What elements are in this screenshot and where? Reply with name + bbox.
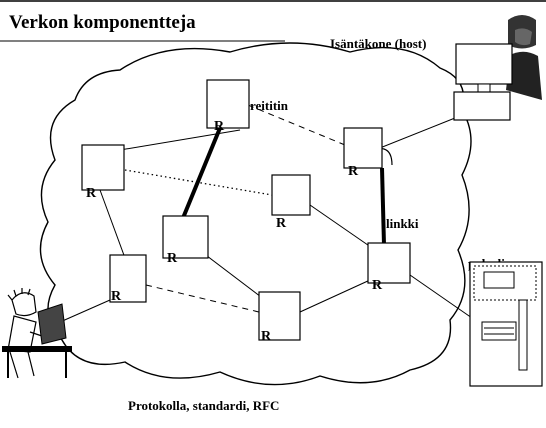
svg-text:R: R xyxy=(86,186,97,201)
svg-text:R: R xyxy=(214,119,225,134)
router: R xyxy=(367,242,411,293)
links xyxy=(41,104,473,331)
link-label: linkki xyxy=(386,216,419,231)
router: R xyxy=(162,215,209,266)
server-tower-icon xyxy=(469,261,543,387)
link xyxy=(99,189,126,259)
svg-text:R: R xyxy=(111,289,122,304)
host-label: Isäntäkone (host) xyxy=(330,36,426,51)
link xyxy=(299,279,371,313)
router: R xyxy=(81,144,125,201)
router: R xyxy=(271,174,311,231)
link xyxy=(409,274,473,319)
router-label: reititin xyxy=(250,98,289,113)
router: R xyxy=(343,127,383,179)
link-dashed xyxy=(145,284,260,313)
link xyxy=(309,204,379,253)
network-cloud xyxy=(39,42,472,386)
person-at-workstation-icon xyxy=(453,15,542,121)
svg-text:R: R xyxy=(372,278,383,293)
router: R xyxy=(258,291,301,344)
svg-text:R: R xyxy=(261,329,272,344)
link-thick xyxy=(380,167,386,246)
router: R xyxy=(109,254,147,304)
svg-text:R: R xyxy=(348,164,359,179)
svg-text:R: R xyxy=(167,251,178,266)
svg-text:R: R xyxy=(276,216,287,231)
link xyxy=(119,129,241,151)
router: R xyxy=(206,79,250,134)
link xyxy=(374,117,456,151)
user-at-laptop-icon xyxy=(2,288,72,379)
caption: Protokolla, standardi, RFC xyxy=(128,398,279,413)
diagram-title: Verkon komponentteja xyxy=(9,12,196,33)
link-thick xyxy=(181,127,222,219)
